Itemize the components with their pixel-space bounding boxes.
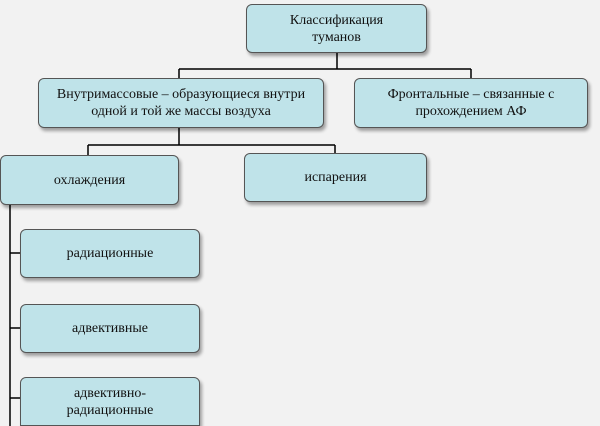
node-advective-radiation: адвективно- радиационные [20,377,200,426]
node-root: Классификация туманов [246,4,427,53]
node-radiation: радиационные [20,229,200,278]
node-advective: адвективные [20,304,200,353]
node-cooling: охлаждения [0,155,179,205]
node-intra-mass: Внутримассовые – образующиеся внутри одн… [38,78,324,128]
node-frontal: Фронтальные – связанные с прохождением А… [354,78,588,128]
node-evaporation: испарения [244,153,427,202]
